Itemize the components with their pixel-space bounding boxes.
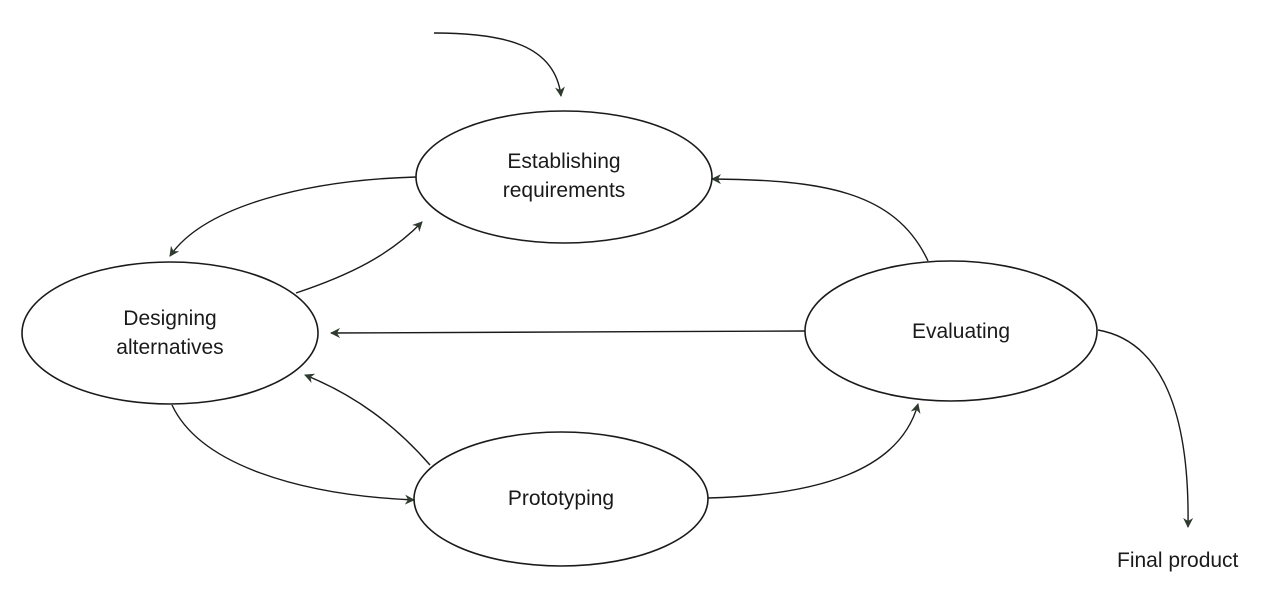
node-label-line2: alternatives <box>116 336 223 359</box>
arrow-prototyping-to-evaluating <box>707 403 921 499</box>
arrow-requirements-to-designing <box>169 176 417 257</box>
node-establishing-requirements: Establishing requirements <box>415 110 713 244</box>
arrow-designing-to-prototyping <box>171 404 415 505</box>
node-designing-alternatives: Designing alternatives <box>21 261 319 405</box>
final-product-label: Final product <box>1117 549 1239 572</box>
entry-arrow <box>433 32 565 97</box>
arrow-designing-to-requirements <box>295 221 423 294</box>
node-evaluating: Evaluating <box>804 260 1098 402</box>
node-label-line2: requirements <box>503 179 626 202</box>
node-prototyping: Prototyping <box>413 431 709 567</box>
node-label: Prototyping <box>508 487 614 510</box>
arrow-evaluating-to-final-product <box>1097 329 1194 528</box>
node-label-line1: Designing <box>123 307 216 330</box>
node-label: Evaluating <box>912 320 1010 343</box>
arrow-prototyping-to-designing <box>304 373 431 466</box>
arrow-evaluating-to-requirements <box>711 174 929 262</box>
node-label-line1: Establishing <box>507 150 620 173</box>
arrow-evaluating-to-designing <box>330 327 807 338</box>
